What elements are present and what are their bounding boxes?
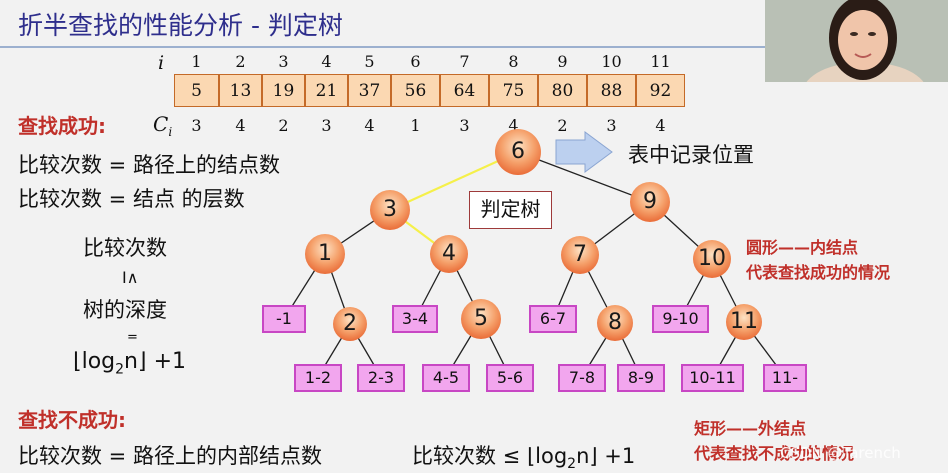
cost-number: 4 [364, 116, 375, 135]
cost-number: 3 [606, 116, 617, 135]
external-node: 10-11 [681, 364, 744, 392]
external-node: 4-5 [422, 364, 470, 392]
array-cell: 88 [587, 74, 636, 107]
cost-number: 2 [278, 116, 289, 135]
page-title: 折半查找的性能分析 - 判定树 [18, 11, 343, 40]
index-number: 7 [459, 52, 470, 71]
fail-heading: 查找不成功: [18, 408, 126, 432]
tree-node-5: 5 [461, 299, 501, 339]
index-number: 3 [278, 52, 289, 71]
eq-symbol: = [127, 330, 138, 345]
le-symbol: I∧ [122, 268, 139, 287]
tree-node-7: 7 [561, 236, 599, 274]
index-number: 11 [650, 52, 671, 71]
index-number: 8 [508, 52, 519, 71]
success-line-2: 比较次数 = 结点 的层数 [18, 187, 245, 211]
external-node: 5-6 [486, 364, 534, 392]
success-heading: 查找成功: [18, 114, 106, 138]
array-cell: 19 [262, 74, 305, 107]
tree-node-1: 1 [305, 234, 345, 274]
tree-label-box: 判定树 [469, 191, 552, 229]
external-node: -1 [262, 305, 306, 333]
tree-node-2: 2 [333, 307, 367, 341]
external-note-2: 代表查找不成功的情况 [694, 444, 855, 463]
cost-number: 3 [459, 116, 470, 135]
index-number: 10 [601, 52, 622, 71]
array-cell: 13 [219, 74, 262, 107]
external-node: 6-7 [529, 305, 577, 333]
external-node: 9-10 [652, 305, 709, 333]
index-number: 4 [321, 52, 332, 71]
array-cell: 80 [538, 74, 587, 107]
array-cell: 37 [348, 74, 391, 107]
external-node: 8-9 [617, 364, 665, 392]
internal-note-2: 代表查找成功的情况 [746, 263, 891, 282]
fail-line-2: 比较次数 ≤ ⌊log2n⌋ +1 [412, 444, 636, 473]
cost-number: 1 [410, 116, 421, 135]
tree-node-9: 9 [630, 182, 670, 222]
tree-node-10: 10 [693, 240, 731, 278]
array-cell: 5 [174, 74, 219, 107]
cost-number: 2 [557, 116, 568, 135]
array-cell: 56 [391, 74, 440, 107]
cost-number: 3 [321, 116, 332, 135]
external-note-1: 矩形——外结点 [694, 419, 807, 438]
internal-note-1: 圆形——内结点 [746, 238, 859, 257]
array-cell: 21 [305, 74, 348, 107]
tree-node-6: 6 [495, 129, 541, 175]
cost-number: 4 [235, 116, 246, 135]
array-cell: 92 [636, 74, 685, 107]
tree-node-11: 11 [726, 304, 762, 340]
tree-node-3: 3 [370, 190, 410, 230]
external-node: 2-3 [357, 364, 405, 392]
watermark: CSDN @Tarench [780, 444, 901, 462]
index-number: 9 [557, 52, 568, 71]
external-node: 11- [763, 364, 807, 392]
external-node: 7-8 [558, 364, 606, 392]
index-number: 5 [364, 52, 375, 71]
success-line-1: 比较次数 = 路径上的结点数 [18, 153, 280, 177]
tree-node-4: 4 [430, 235, 468, 273]
external-node: 3-4 [392, 305, 438, 333]
arrow-label: 表中记录位置 [628, 143, 754, 167]
index-number: 1 [191, 52, 202, 71]
cost-number: 4 [655, 116, 666, 135]
cost-number: 4 [508, 116, 519, 135]
index-label: i [158, 52, 165, 74]
presenter-webcam [765, 0, 948, 82]
stack-top: 比较次数 [83, 236, 167, 260]
array-cell: 64 [440, 74, 489, 107]
depth-formula: ⌊log2n⌋ +1 [73, 349, 186, 378]
array-cell: 75 [489, 74, 538, 107]
index-number: 6 [410, 52, 421, 71]
tree-node-8: 8 [597, 305, 633, 341]
cost-label: Ci [153, 112, 173, 139]
stack-mid: 树的深度 [83, 298, 167, 322]
title-underline [0, 46, 765, 48]
cost-number: 3 [191, 116, 202, 135]
external-node: 1-2 [294, 364, 342, 392]
fail-line-1: 比较次数 = 路径上的内部结点数 [18, 444, 322, 468]
index-number: 2 [235, 52, 246, 71]
